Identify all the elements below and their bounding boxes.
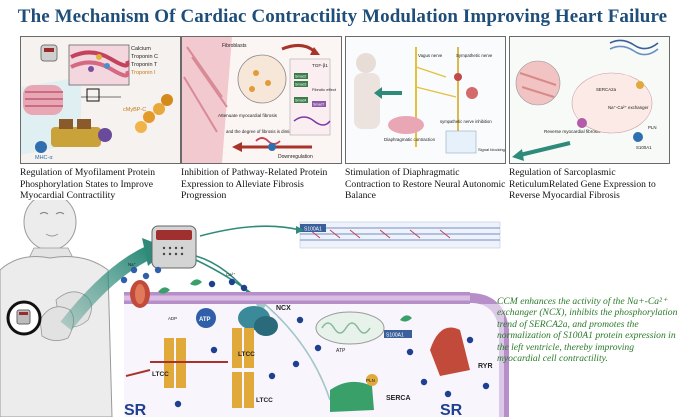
- adp-label: ADP: [168, 316, 177, 321]
- troponin-t-label: Troponin T: [131, 62, 158, 68]
- diaphragmatic-label: Diaphragmatic contraction: [384, 137, 436, 142]
- mitochondrion: ATP: [315, 311, 385, 354]
- ltcc-channel-2: LTCC: [232, 328, 255, 368]
- downregulation-label: Downregulation: [278, 154, 313, 160]
- cell-mechanism-illustration: S100A1 NCX ATP LTCC: [0, 200, 509, 417]
- smad3-label: Smad3: [295, 83, 306, 87]
- troponin-c-label: Troponin C: [131, 54, 158, 60]
- panel-sarcoplasmic: Reverse myocardial fibrosis SERCA2a Na⁺-…: [509, 36, 670, 164]
- pln-label: PLN: [648, 125, 657, 130]
- pln-label: PLN: [366, 378, 375, 383]
- caption-diaphragm: Stimulation of Diaphragmatic Contraction…: [345, 167, 506, 202]
- degree-label: and the degree of fibrosis is diminished: [226, 129, 303, 134]
- sr-label-left: SR: [124, 402, 147, 417]
- strip-s100-label: S100A1: [304, 227, 322, 233]
- serca-label: SERCA2a: [596, 87, 617, 92]
- torso-figure: [354, 53, 380, 129]
- smad4-label: Smad4: [295, 99, 306, 103]
- sympathetic-label: Sympathetic nerve: [456, 53, 493, 58]
- ryr-label: RYR: [478, 363, 493, 370]
- attenuate-label: Attenuate myocardial fibrosis: [218, 113, 278, 118]
- myofibril-bundle: [23, 85, 63, 115]
- pump-atp-label: ATP: [199, 317, 211, 323]
- panel-myofilament-illustration: Calcium Troponin C Troponin T Troponin I…: [21, 37, 180, 163]
- s100-label: S100A1: [636, 145, 652, 150]
- panel-sarcoplasmic-illustration: Reverse myocardial fibrosis SERCA2a Na⁺-…: [510, 37, 669, 163]
- caption-myofilament: Regulation of Myofilament Protein Phosph…: [20, 167, 156, 202]
- sodium-channel: [130, 280, 150, 308]
- reverse-label: Reverse myocardial fibrosis: [544, 129, 601, 134]
- fibroblasts-label: Fibroblasts: [222, 43, 247, 49]
- ltcc-channel-3: LTCC: [232, 372, 273, 408]
- ltcc-label-1: LTCC: [152, 371, 169, 378]
- serca-label: SERCA: [386, 395, 411, 402]
- mito-atp-label: ATP: [336, 348, 346, 354]
- calcium-label: Calcium: [131, 46, 151, 52]
- na-label: Na⁺: [128, 262, 136, 267]
- smad2-label: Smad2: [295, 75, 306, 79]
- smad7-label: Smad7: [313, 103, 324, 107]
- ca-label: Ca²⁺: [226, 272, 235, 277]
- sodium-ions: [120, 266, 162, 284]
- ryr-receptor: RYR: [430, 327, 493, 376]
- panel-diaphragm: Vagus nerve Sympathetic nerve Diaphragma…: [345, 36, 506, 164]
- panel-myofilament: Calcium Troponin C Troponin T Troponin I…: [20, 36, 181, 164]
- ltcc-channel-1: LTCC: [150, 338, 196, 388]
- mhc-label: MHC-α: [35, 155, 53, 161]
- ncx-label: NCX: [276, 305, 291, 312]
- signal-label: Signal blocking: [478, 147, 505, 152]
- mybp-molecule: [135, 94, 173, 133]
- ryr-s100-label: S100A1: [386, 333, 404, 339]
- vagus-label: Vagus nerve: [418, 53, 443, 58]
- mybp-label: cMyBP-C: [123, 107, 146, 113]
- caption-sarcoplasmic: Regulation of Sarcoplasmic ReticulumRela…: [509, 167, 656, 202]
- fibrotic-label: Fibrotic effect: [312, 87, 337, 92]
- myofilament-strip: S100A1: [299, 221, 501, 249]
- panel-fibrosis-pathway: Fibroblasts Attenuate myocardial fibrosi…: [181, 36, 342, 164]
- tgf-label: TGF-β1: [312, 63, 328, 68]
- ncx-label: Na⁺-Ca²⁺ exchanger: [608, 105, 649, 110]
- ccm-summary-note: CCM enhances the activity of the Na+-Ca²…: [497, 296, 678, 365]
- troponin-i-label: Troponin I: [131, 70, 156, 76]
- ltcc-label-3: LTCC: [256, 397, 273, 404]
- ltcc-label-2: LTCC: [238, 351, 255, 358]
- ccm-device-icon: [40, 44, 58, 62]
- sympathetic-inhibition-label: sympathetic nerve inhibition: [440, 119, 492, 124]
- cell-mechanism-diagram: S100A1 NCX ATP LTCC: [0, 200, 685, 417]
- leaf-markers: [158, 279, 412, 322]
- serca-pump: PLN SERCA: [330, 374, 411, 412]
- calcium-ions: [174, 278, 490, 408]
- caption-fibrosis: Inhibition of Pathway-Related Protein Ex…: [181, 167, 328, 202]
- myosin-complex: [35, 119, 112, 153]
- ccm-device: [151, 225, 197, 269]
- implant-marker: [6, 300, 42, 336]
- figure-title: The Mechanism Of Cardiac Contractility M…: [17, 6, 668, 27]
- atp-pump: ATP: [196, 308, 216, 328]
- ncx-exchanger: NCX: [238, 305, 291, 336]
- panel-fibrosis-illustration: Fibroblasts Attenuate myocardial fibrosi…: [182, 37, 341, 163]
- sr-label-right: SR: [440, 402, 463, 417]
- panel-diaphragm-illustration: Vagus nerve Sympathetic nerve Diaphragma…: [346, 37, 505, 163]
